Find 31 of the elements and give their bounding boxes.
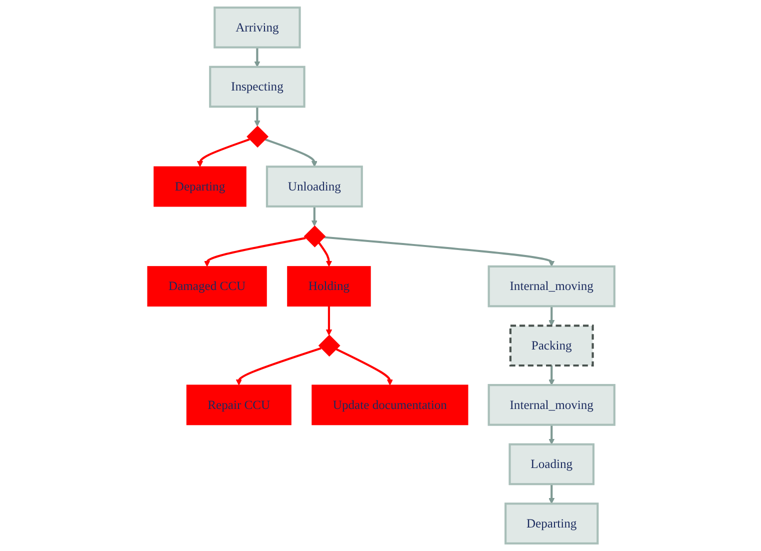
node-box: Damaged CCU <box>146 266 266 307</box>
arrow <box>317 242 332 267</box>
arrow <box>325 306 332 336</box>
node-diamond <box>246 126 268 148</box>
arrow <box>548 366 554 386</box>
arrow <box>254 47 260 68</box>
node-diamond <box>318 334 340 357</box>
arrow <box>204 237 306 267</box>
node-box: Holding <box>286 266 370 307</box>
node-box: Departing <box>504 502 598 544</box>
arrow <box>548 484 554 504</box>
arrow <box>235 347 321 386</box>
node-box: Departing <box>153 166 246 207</box>
arrow <box>196 138 250 167</box>
node-box: Arriving <box>213 6 300 48</box>
node-box: Loading <box>508 443 594 486</box>
node-box: Unloading <box>265 166 362 208</box>
arrow <box>310 206 317 226</box>
arrow <box>548 306 554 326</box>
node-diamond <box>303 225 326 248</box>
node-box: Update documentation <box>311 384 468 426</box>
arrow <box>548 424 554 445</box>
node-box: Internal_moving <box>487 265 615 308</box>
arrow <box>254 106 260 126</box>
node-box: Packing <box>508 324 594 367</box>
arrow <box>335 348 393 386</box>
node-box: Repair CCU <box>186 384 291 426</box>
arrow <box>323 236 554 267</box>
node-box: Inspecting <box>208 66 305 108</box>
arrow <box>264 138 317 167</box>
node-box: Internal_moving <box>487 384 615 426</box>
